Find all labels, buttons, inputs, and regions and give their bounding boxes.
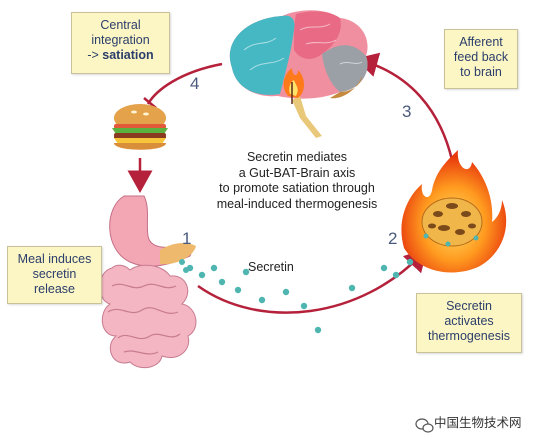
callout-meal-line3: release <box>34 282 75 296</box>
arrow-gut-to-bat <box>197 248 428 314</box>
center-line-1: Secretin mediates <box>246 150 348 164</box>
callout-activates-line3: thermogenesis <box>428 329 510 343</box>
callout-secretin-activates: Secretin activates thermogenesis <box>416 293 522 353</box>
center-line-3: to promote satiation through <box>219 181 375 195</box>
watermark-text: 中国生物技术网 <box>434 416 522 430</box>
step-number-1: 1 <box>182 229 192 248</box>
secretin-dots <box>186 258 414 334</box>
callout-central-line3: -> satiation <box>76 48 165 63</box>
arrow-brain-to-burger <box>146 62 223 105</box>
wechat-icon <box>415 418 434 433</box>
callout-meal-line1: Meal induces <box>17 252 92 266</box>
secretin-label: Secretin <box>248 260 294 274</box>
center-description: Secretin mediates a Gut-BAT-Brain axis t… <box>192 150 402 212</box>
callout-meal-induces: Meal induces secretin release <box>7 246 102 304</box>
arrow-bat-to-brain <box>355 52 454 161</box>
callout-afferent-line2: feed back <box>453 50 509 64</box>
callout-central-integration: Central integration -> satiation <box>71 12 170 74</box>
watermark: 中国生物技术网 <box>412 412 522 431</box>
brain-icon <box>229 10 368 138</box>
center-line-2: a Gut-BAT-Brain axis <box>238 165 356 180</box>
callout-central-line1: Central <box>100 18 141 32</box>
stomach-intestine-icon <box>99 195 197 369</box>
callout-central-arrow-text: -> <box>87 48 103 62</box>
callout-activates-line1: Secretin <box>446 299 492 313</box>
brown-fat-flame-icon <box>401 150 507 273</box>
burger-icon <box>112 104 168 150</box>
step-number-3: 3 <box>402 102 412 121</box>
callout-afferent-feedback: Afferent feed back to brain <box>444 29 518 89</box>
center-line-4: meal-induced thermogenesis <box>216 196 378 211</box>
callout-afferent-line3: to brain <box>460 65 502 79</box>
callout-central-satiation: satiation <box>102 48 154 62</box>
callout-central-line2: integration <box>91 33 150 47</box>
step-number-4: 4 <box>190 74 200 93</box>
callout-afferent-line1: Afferent <box>459 35 503 49</box>
callout-meal-line2: secretin <box>32 267 77 281</box>
callout-activates-line2: activates <box>444 314 494 328</box>
step-number-2: 2 <box>388 229 398 248</box>
